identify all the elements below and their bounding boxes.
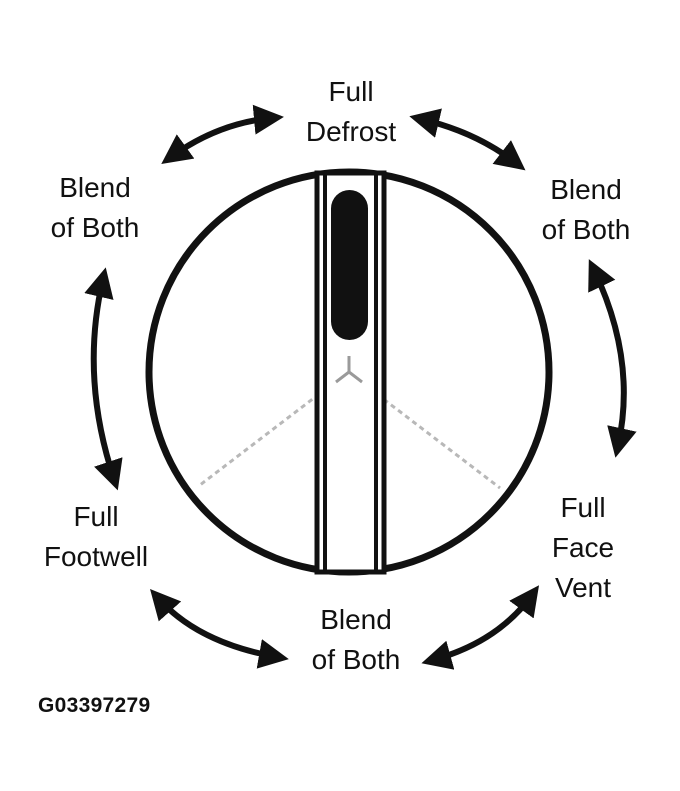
arrow-left	[84, 267, 123, 491]
arrow-bottom-left	[150, 589, 289, 669]
label-blend-bottom-line2: of Both	[311, 644, 401, 675]
figure-code: G03397279	[38, 694, 151, 717]
label-blend-upper-left-line2: of Both	[50, 212, 140, 243]
arrow-top-right	[409, 108, 526, 171]
label-full-face-vent-line2: Face	[551, 532, 615, 563]
pointer-indicator	[331, 190, 368, 340]
label-full-defrost: Full Defrost	[276, 72, 426, 152]
label-full-footwell-line1: Full	[73, 501, 119, 532]
label-blend-upper-right: Blend of Both	[511, 170, 661, 250]
label-full-face-vent-line1: Full	[560, 492, 606, 523]
label-full-face-vent: Full Face Vent	[528, 488, 638, 608]
label-blend-upper-right-line2: of Both	[541, 214, 631, 245]
center-mark	[335, 356, 363, 384]
label-full-footwell: Full Footwell	[21, 497, 171, 577]
label-blend-bottom-line1: Blend	[320, 604, 392, 635]
label-full-defrost-line1: Full	[328, 76, 374, 107]
arrow-bottom-right	[421, 585, 540, 670]
arrow-top-left	[161, 104, 284, 165]
label-blend-bottom: Blend of Both	[281, 600, 431, 680]
label-blend-upper-left-line1: Blend	[59, 172, 131, 203]
label-full-footwell-line2: Footwell	[43, 541, 149, 572]
label-full-defrost-line2: Defrost	[305, 116, 397, 147]
label-full-face-vent-line3: Vent	[554, 572, 612, 603]
label-blend-upper-left: Blend of Both	[20, 168, 170, 248]
label-blend-upper-right-line1: Blend	[550, 174, 622, 205]
arrow-right	[588, 259, 637, 458]
